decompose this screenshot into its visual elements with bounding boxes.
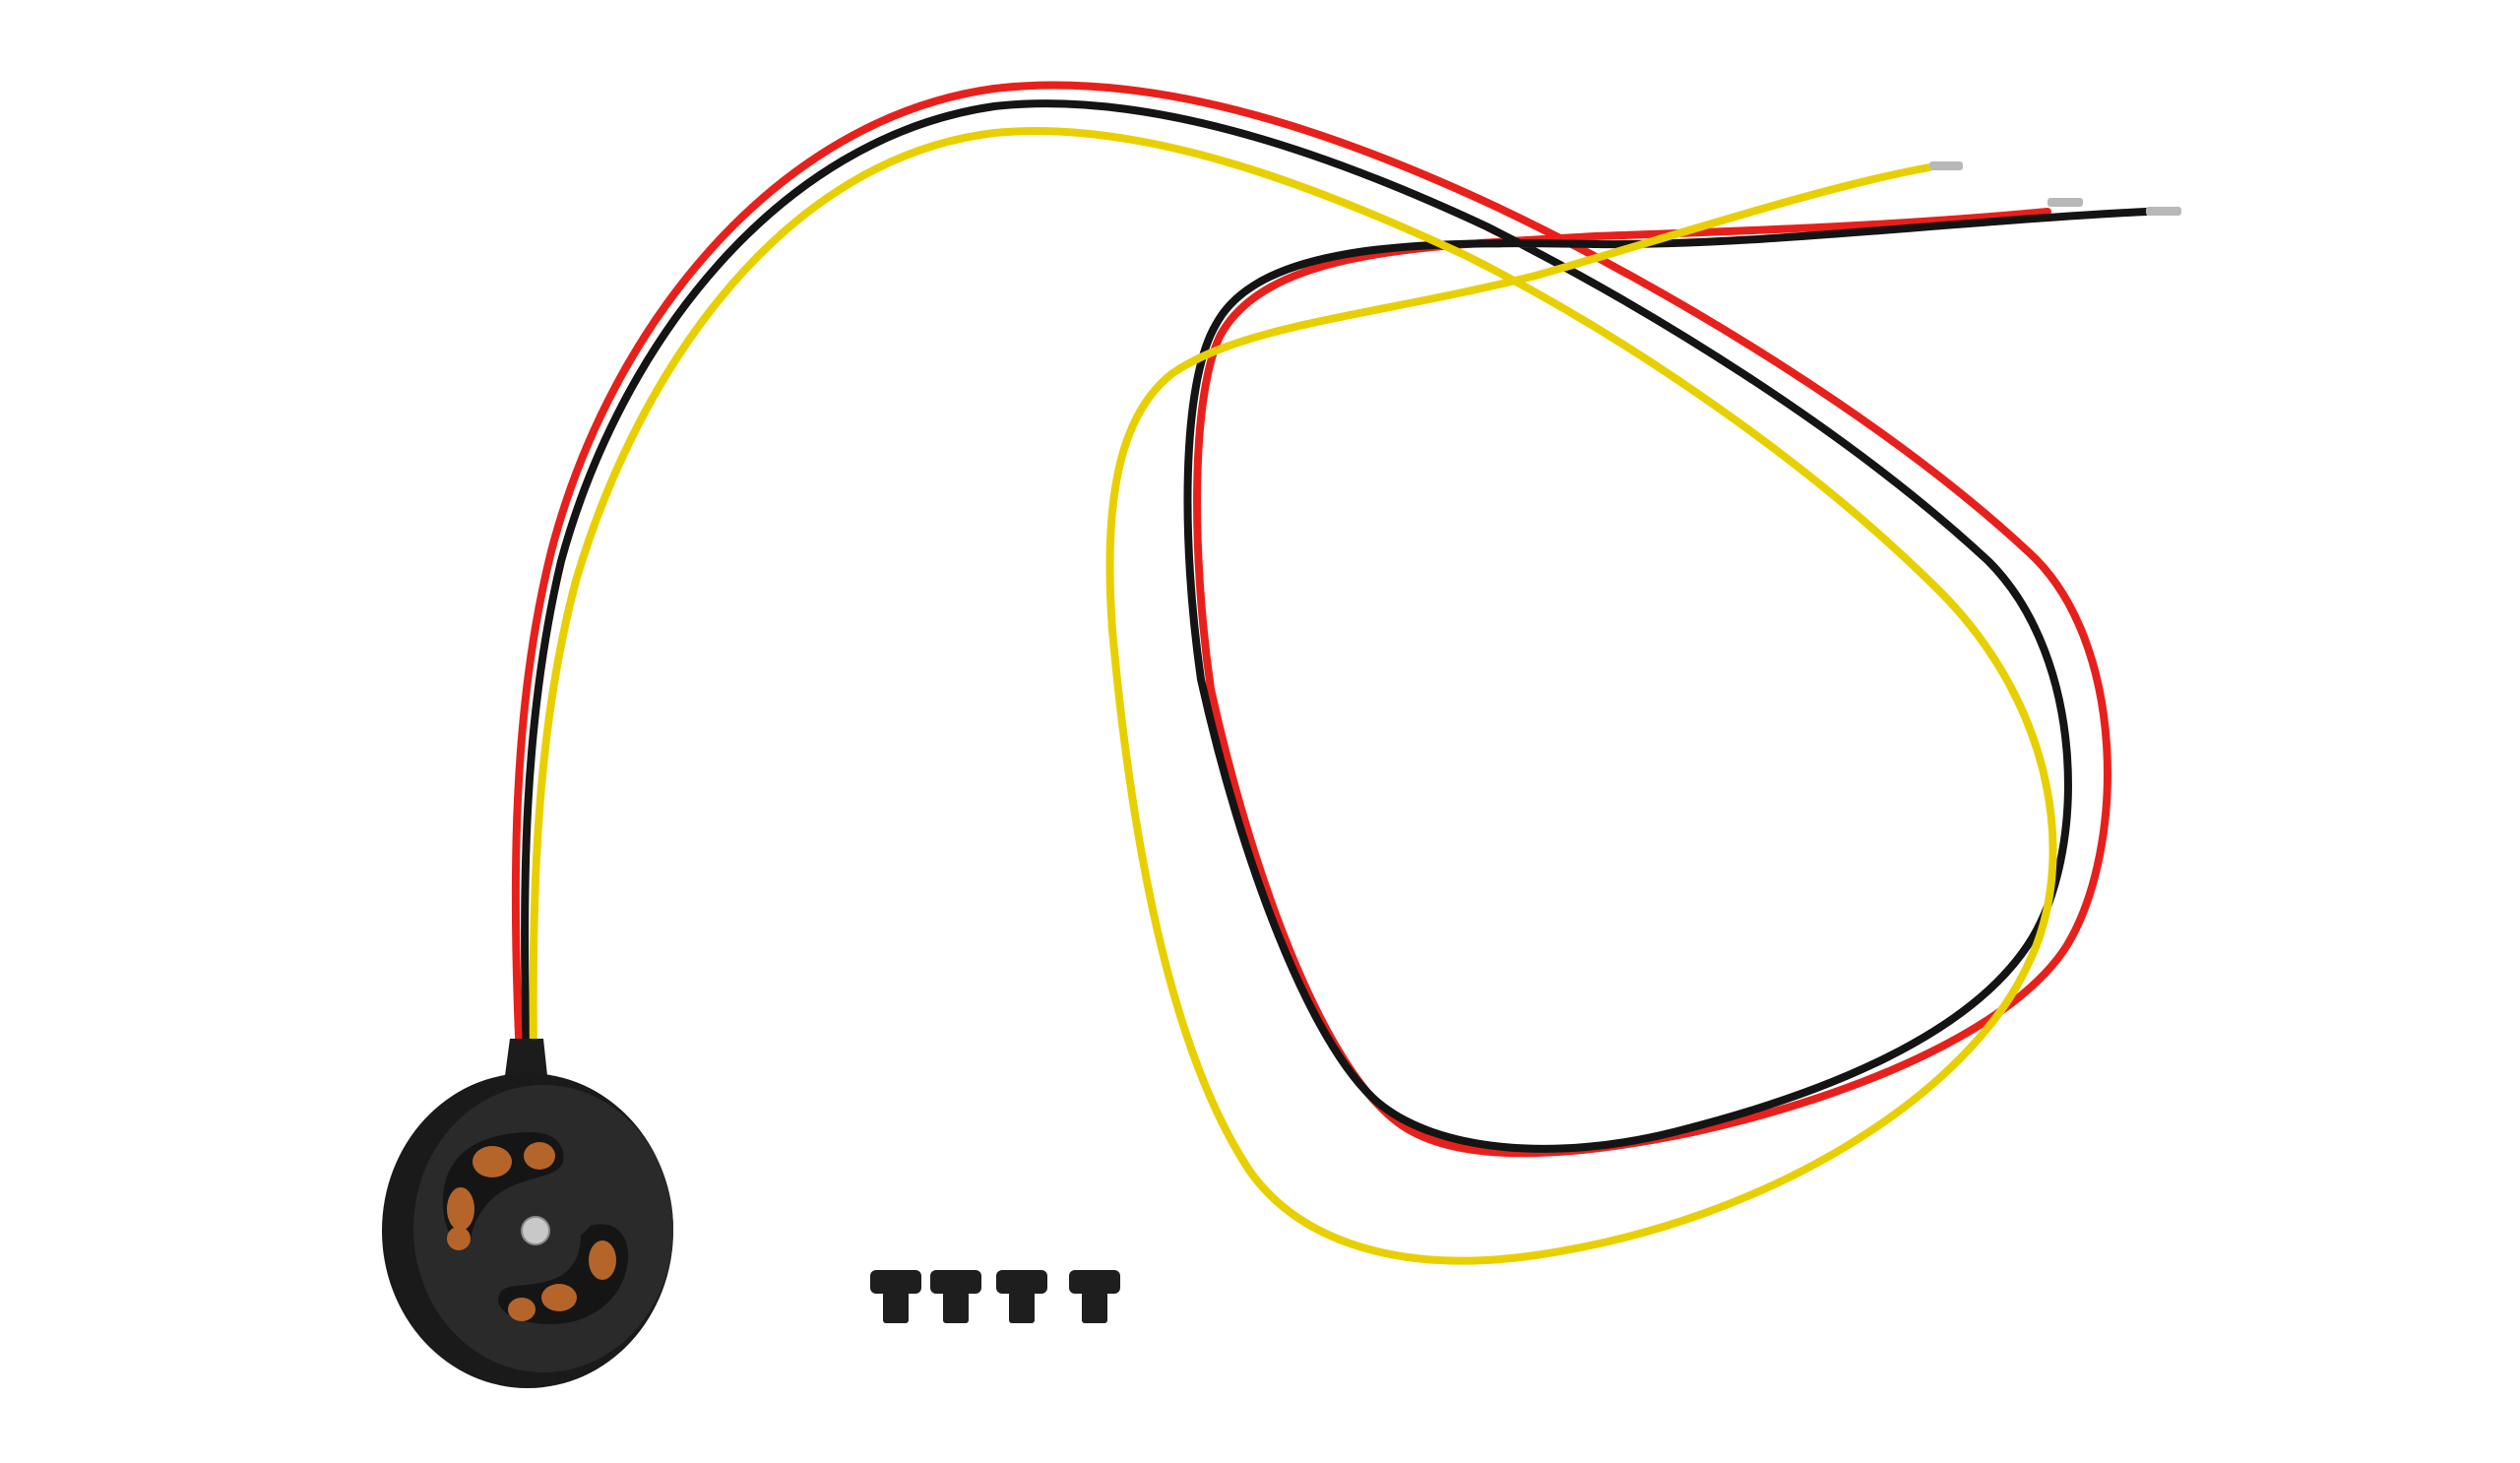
coil-group-lower	[508, 1240, 616, 1321]
screw-4	[1069, 1270, 1120, 1323]
coil-group-upper	[447, 1142, 555, 1250]
red-wire	[511, 81, 2111, 1158]
screws	[870, 1270, 1120, 1323]
yellow-wire-tip	[1929, 161, 1963, 170]
wire-tips	[1929, 161, 2181, 216]
yellow-wire	[529, 126, 2057, 1265]
motor-shaft	[522, 1217, 549, 1244]
red-wire-tip	[2048, 198, 2083, 207]
screw-3	[996, 1270, 1047, 1323]
black-wire	[521, 99, 2150, 1153]
motor	[382, 1039, 673, 1388]
wire-bundle	[511, 81, 2150, 1265]
screw-2	[930, 1270, 981, 1323]
black-wire-tip	[2146, 207, 2181, 216]
screw-1	[870, 1270, 921, 1323]
